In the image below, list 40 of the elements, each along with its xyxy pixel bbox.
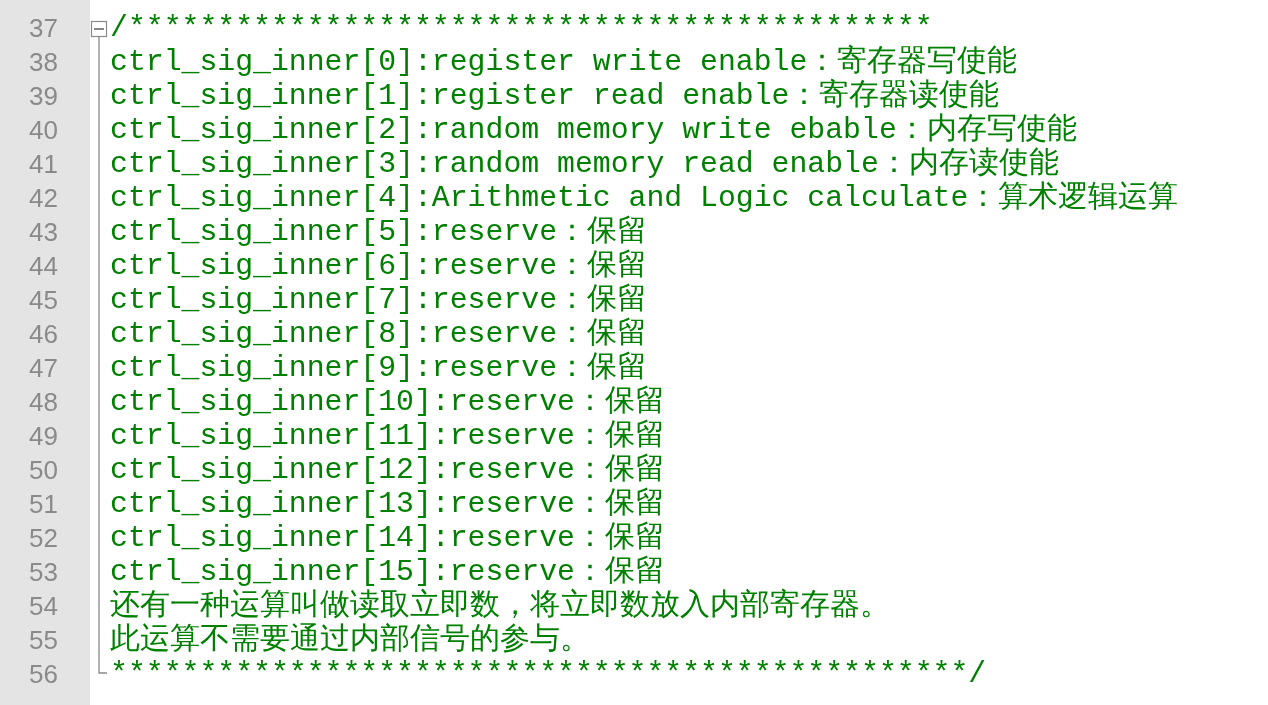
line-number: 43	[28, 216, 58, 249]
comment-line: /*********************************************	[110, 11, 933, 45]
line-number: 44	[28, 250, 58, 283]
comment-line: ctrl_sig_inner[4]:Arithmetic and Logic calculate：算术逻辑运算	[110, 181, 1179, 215]
line-number: 52	[28, 522, 58, 555]
line-number: 45	[28, 284, 58, 317]
comment-line: ctrl_sig_inner[3]:random memory read enable：内存读使能	[110, 147, 1059, 181]
comment-line: ctrl_sig_inner[7]:reserve：保留	[110, 283, 648, 317]
line-number: 41	[28, 148, 58, 181]
comment-line: 还有一种运算叫做读取立即数，将立即数放入内部寄存器。	[110, 589, 890, 623]
comment-line: ctrl_sig_inner[12]:reserve：保留	[110, 453, 665, 487]
comment-line: ctrl_sig_inner[9]:reserve：保留	[110, 351, 648, 385]
comment-line: ctrl_sig_inner[11]:reserve：保留	[110, 419, 665, 453]
comment-line: ctrl_sig_inner[0]:register write enable：寄存器写使能	[110, 45, 1018, 79]
line-number: 37	[28, 12, 58, 45]
comment-line: ctrl_sig_inner[5]:reserve：保留	[110, 215, 648, 249]
line-number: 42	[28, 182, 58, 215]
comment-line: ctrl_sig_inner[10]:reserve：保留	[110, 385, 665, 419]
line-number: 51	[28, 488, 58, 521]
line-number: 39	[28, 80, 58, 113]
line-number: 47	[28, 352, 58, 385]
line-number: 49	[28, 420, 58, 453]
line-number: 40	[28, 114, 58, 147]
comment-line: 此运算不需要通过内部信号的参与。	[110, 623, 590, 657]
comment-line: ctrl_sig_inner[1]:register read enable：寄存器读使能	[110, 79, 1000, 113]
line-number: 54	[28, 590, 58, 623]
line-number: 56	[28, 658, 58, 691]
line-number: 48	[28, 386, 58, 419]
comment-line: ctrl_sig_inner[15]:reserve：保留	[110, 555, 665, 589]
line-number: 55	[28, 624, 58, 657]
line-number: 53	[28, 556, 58, 589]
line-number: 46	[28, 318, 58, 351]
comment-line: ctrl_sig_inner[13]:reserve：保留	[110, 487, 665, 521]
comment-line: ctrl_sig_inner[2]:random memory write ebable：内存写使能	[110, 113, 1077, 147]
comment-line: ctrl_sig_inner[14]:reserve：保留	[110, 521, 665, 555]
line-number: 38	[28, 46, 58, 79]
comment-line: ctrl_sig_inner[8]:reserve：保留	[110, 317, 648, 351]
comment-line: ************************************************/	[110, 657, 987, 691]
comment-line: ctrl_sig_inner[6]:reserve：保留	[110, 249, 648, 283]
line-number: 50	[28, 454, 58, 487]
